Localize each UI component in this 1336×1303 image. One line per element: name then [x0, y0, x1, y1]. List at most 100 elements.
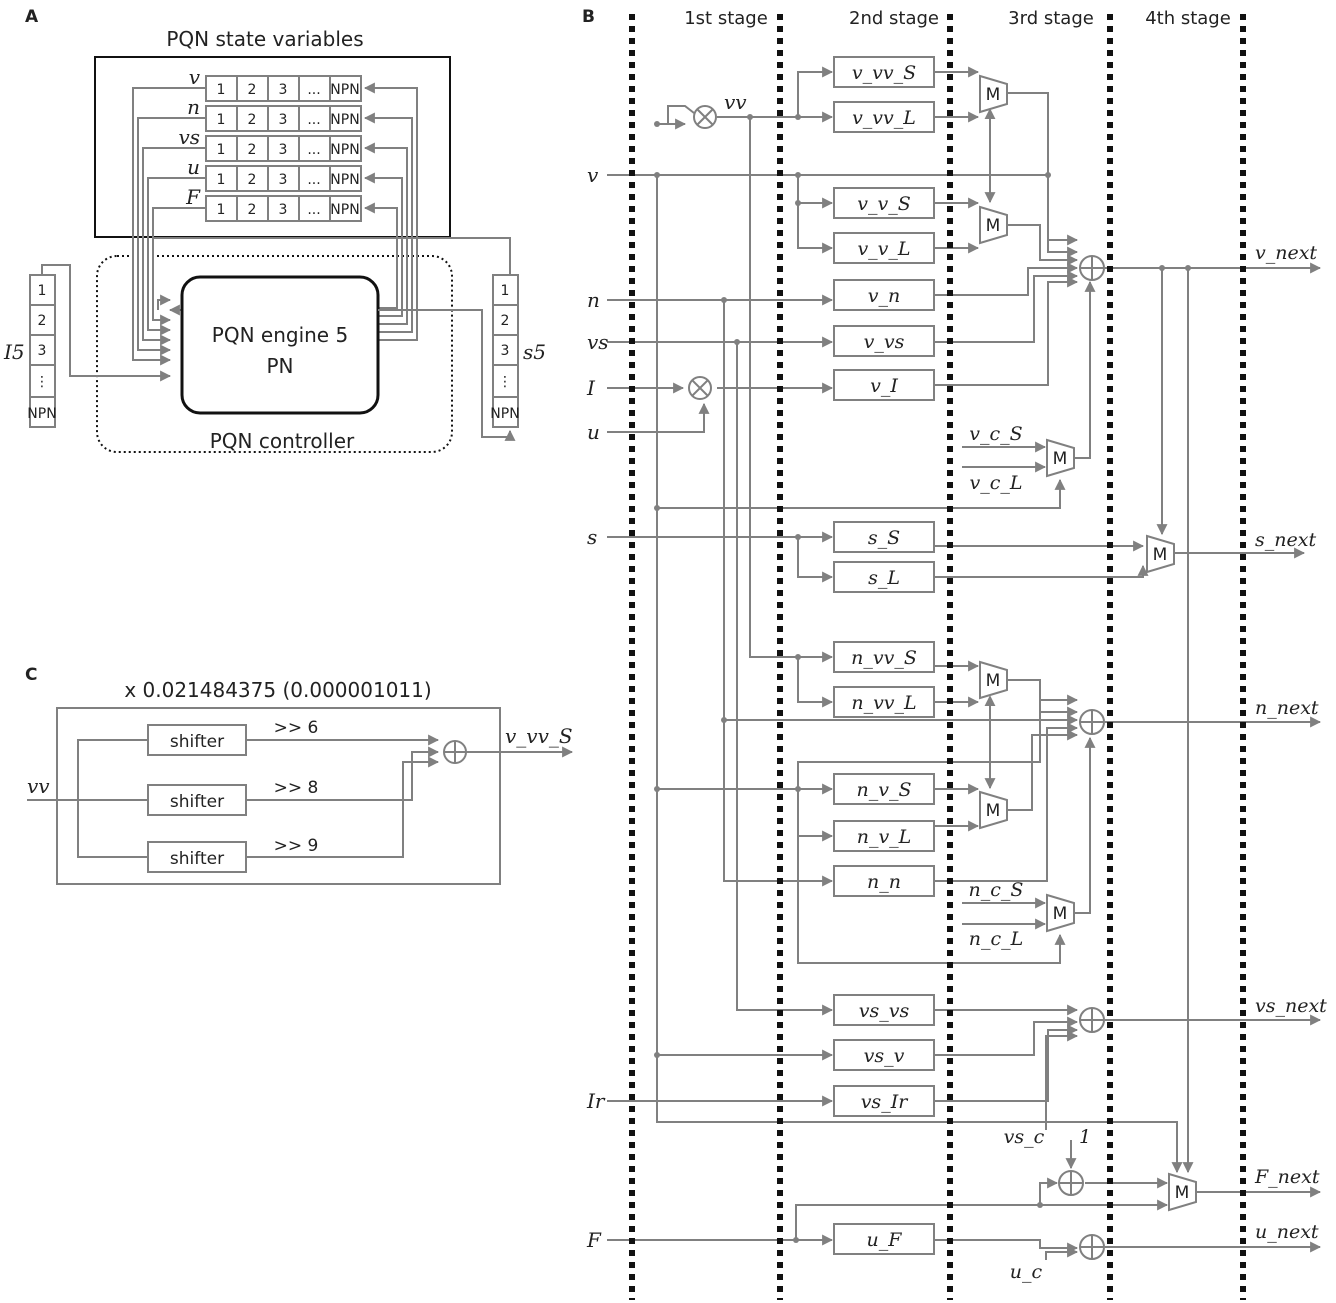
box-v-vv-l [833, 101, 935, 133]
const-v-c-s: v_c_S [969, 423, 1022, 445]
box-v-v-l-label: v_v_L [857, 238, 910, 260]
cell-ellipsis: ... [307, 202, 320, 218]
input-bank-i5: 1 2 3 ⋮ NPN I5 [3, 264, 172, 428]
adder-n [1079, 709, 1105, 735]
output-u-next: u_next [1255, 1221, 1319, 1243]
cell-ellipsis: ... [307, 82, 320, 98]
box-v-i-label: v_I [870, 375, 898, 397]
vv-label: vv [724, 90, 747, 114]
bank-cell-1: 1 [38, 283, 47, 299]
cell-1: 1 [217, 172, 226, 188]
const-one: 1 [1079, 1126, 1091, 1148]
panel-c: C x 0.021484375 (0.000001011) vv shifter… [25, 665, 574, 885]
shift-8: >> 8 [274, 778, 319, 798]
adder-vs [1079, 1007, 1105, 1033]
cell-3: 3 [279, 82, 288, 98]
mux-v-c [1046, 438, 1075, 478]
state-row-n: 1 2 3 ... NPN [205, 105, 362, 132]
row-label-vs: vs [178, 125, 200, 149]
mux-v-c-label: M [1053, 449, 1068, 469]
state-variables-title: PQN state variables [166, 27, 363, 51]
box-vs-v [833, 1039, 935, 1071]
cell-2: 2 [248, 172, 257, 188]
input-s: s [587, 525, 597, 549]
panel-c-input: vv [27, 774, 50, 798]
box-vs-vs [833, 994, 935, 1026]
output-n-next: n_next [1255, 697, 1319, 719]
cell-npn: NPN [330, 172, 359, 188]
bank-cell-3: 3 [38, 343, 47, 359]
row-label-f: F [185, 185, 201, 209]
box-v-n-label: v_n [868, 285, 900, 307]
mux-v-vv-label: M [986, 85, 1001, 105]
adder-v [1079, 255, 1105, 281]
box-v-i [833, 369, 935, 401]
s5-label: s5 [523, 340, 546, 364]
output-bank-s5: 1 2 3 ⋮ NPN s5 [152, 237, 546, 441]
cell-npn: NPN [330, 202, 359, 218]
box-v-v-s-label: v_v_S [857, 193, 910, 215]
bank-cell-dots: ⋮ [35, 374, 49, 390]
panel-a-label: A [25, 7, 39, 27]
bank-cell-1: 1 [501, 283, 510, 299]
box-v-vv-s-label: v_vv_S [852, 62, 916, 84]
engine-line-2: PN [266, 354, 293, 378]
panel-b-label: B [582, 7, 595, 27]
cell-3: 3 [279, 172, 288, 188]
i5-label: I5 [3, 340, 25, 364]
panel-c-title: x 0.021484375 (0.000001011) [124, 678, 431, 702]
shifter-1 [147, 724, 247, 756]
cell-2: 2 [248, 142, 257, 158]
state-row-v: 1 2 3 ... NPN [205, 75, 362, 102]
junction-dots [654, 114, 1191, 1243]
output-f-next: F_next [1254, 1166, 1320, 1188]
adder-f [1058, 1170, 1084, 1196]
box-s-s-label: s_S [868, 527, 900, 549]
row-label-v: v [189, 65, 201, 89]
state-row-vs: 1 2 3 ... NPN [205, 135, 362, 162]
input-vs: vs [587, 330, 609, 354]
box-v-vs [833, 325, 935, 357]
stage-2-label: 2nd stage [849, 8, 939, 29]
input-n: n [587, 288, 600, 312]
mux-n-vv [979, 660, 1008, 700]
box-u-f [833, 1223, 935, 1255]
box-v-vs-label: v_vs [864, 331, 905, 353]
mux-n-c-label: M [1053, 904, 1068, 924]
shifter-2-label: shifter [170, 792, 224, 812]
box-n-n-label: n_n [867, 871, 901, 893]
box-s-s [833, 521, 935, 553]
mux-f-label: M [1175, 1183, 1190, 1203]
bank-cell-2: 2 [501, 313, 510, 329]
panel-b: B 1st stage 2nd stage 3rd stage 4th stag… [582, 7, 1327, 1300]
mux-v-vv [979, 74, 1008, 114]
box-n-v-s-label: n_v_S [857, 779, 912, 801]
stage-4-label: 4th stage [1145, 8, 1231, 29]
mux-s-label: M [1153, 545, 1168, 565]
output-v-next: v_next [1255, 242, 1317, 264]
box-vs-ir-label: vs_Ir [861, 1091, 909, 1113]
stage-2-boxes: v_vv_S v_vv_L v_v_S v_v_L v_n v_vs v_I s… [833, 56, 935, 1255]
mux-s [1146, 534, 1175, 574]
cell-ellipsis: ... [307, 142, 320, 158]
box-n-vv-l [833, 686, 935, 718]
stage-3-label: 3rd stage [1008, 8, 1094, 29]
shifter-2 [147, 784, 247, 816]
box-u-f-label: u_F [867, 1229, 903, 1251]
const-u-c: u_c [1010, 1261, 1043, 1283]
const-n-c-s: n_c_S [969, 879, 1024, 901]
cell-1: 1 [217, 142, 226, 158]
input-ir: Ir [586, 1089, 606, 1113]
mux-v-v [979, 205, 1008, 245]
bank-cell-npn: NPN [490, 406, 519, 422]
adders [1058, 255, 1105, 1260]
cell-2: 2 [248, 112, 257, 128]
box-v-v-l [833, 232, 935, 264]
box-v-vv-l-label: v_vv_L [852, 107, 916, 129]
muxes: M M M M M M M M [979, 74, 1197, 1212]
input-f: F [586, 1228, 602, 1252]
stage-separators [629, 14, 1246, 1300]
box-v-v-s [833, 187, 935, 219]
output-s-next: s_next [1255, 529, 1316, 551]
box-v-vv-s [833, 56, 935, 88]
